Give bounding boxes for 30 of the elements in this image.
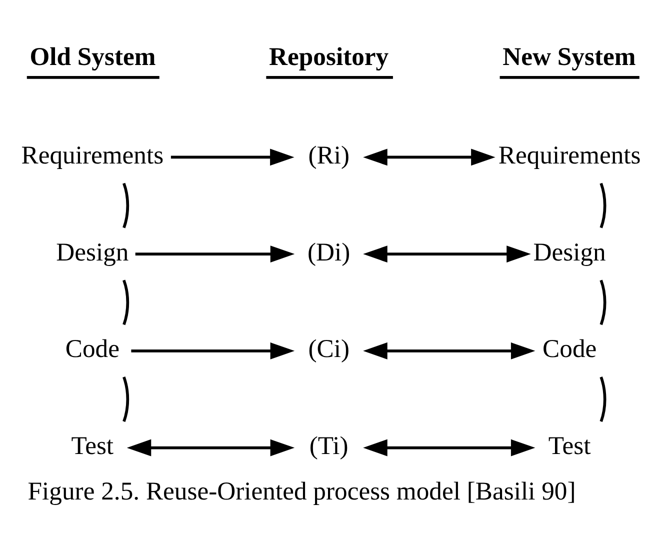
arrow (135, 246, 295, 263)
arrow (363, 246, 531, 263)
caption: Figure 2.5. Reuse-Oriented process model [Basili 90] (28, 476, 576, 506)
node-text: (Di) (308, 237, 350, 266)
node-text: Code (542, 334, 597, 364)
arrow (363, 148, 496, 166)
label: New System (502, 42, 636, 72)
connector (600, 182, 606, 228)
connector (600, 376, 606, 422)
node-text: Test (71, 431, 114, 460)
arrow (363, 342, 536, 360)
arrow (131, 342, 295, 360)
arrow (170, 148, 294, 166)
node-text: Test (548, 431, 591, 460)
node-text: Design (56, 237, 129, 266)
node-text: Code (65, 334, 120, 364)
arrow (126, 439, 295, 456)
node-text: (Ri) (308, 140, 350, 170)
node-text: Design (533, 237, 606, 266)
node-text: (Ti) (309, 431, 348, 460)
node-text: Requirements (21, 140, 164, 170)
connector (600, 280, 606, 326)
label: Repository (269, 42, 389, 72)
connector (122, 376, 130, 422)
node-text: Requirements (498, 140, 641, 170)
label: Old System (30, 42, 156, 72)
connector (122, 280, 130, 326)
node-text: (Ci) (308, 334, 350, 364)
connector (122, 182, 130, 228)
arrow (363, 439, 536, 456)
